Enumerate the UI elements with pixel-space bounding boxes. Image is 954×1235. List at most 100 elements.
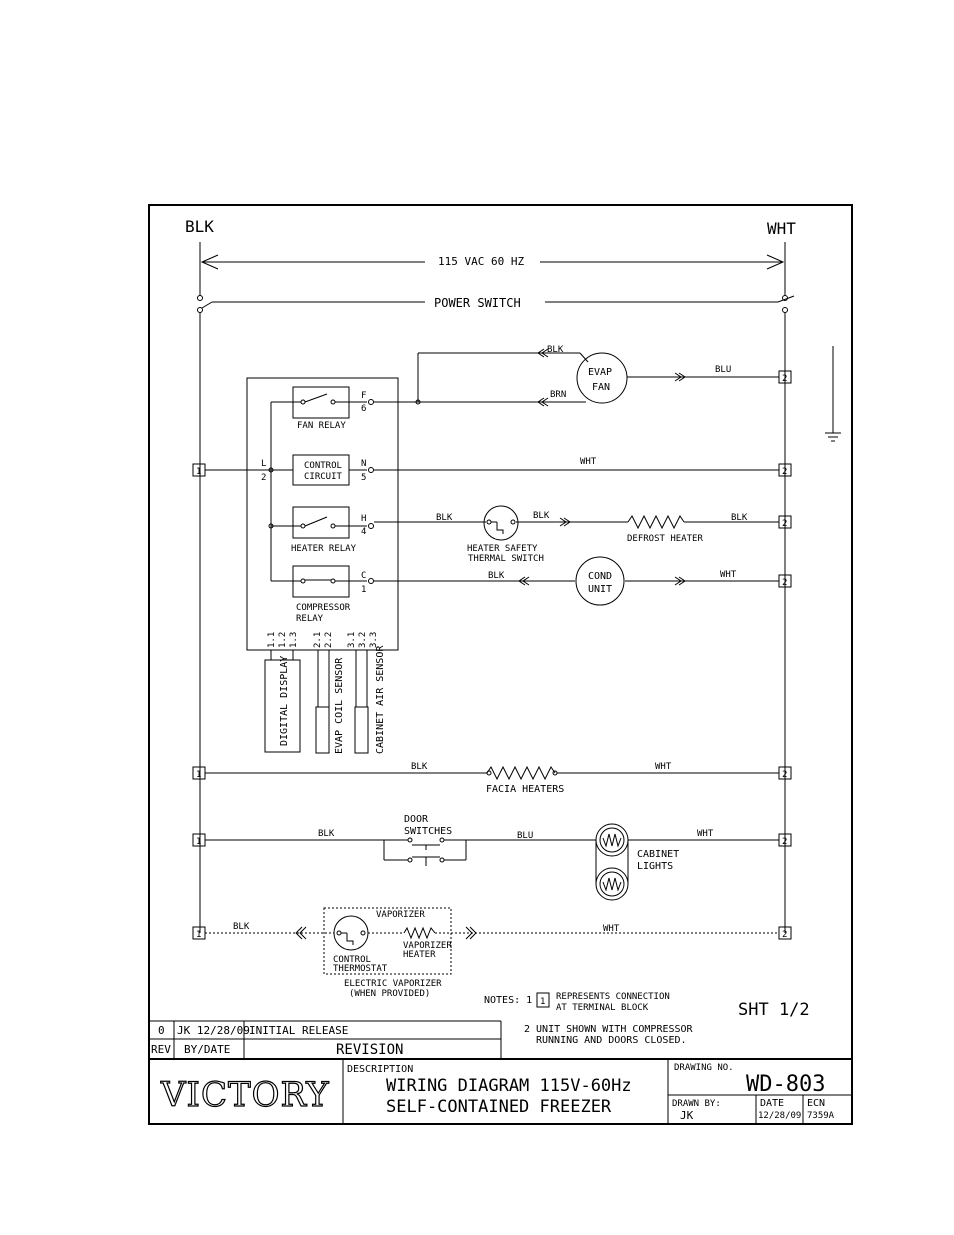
terminal-1-vaporizer — [192, 926, 206, 940]
wire-blk-comp: BLK — [488, 571, 505, 581]
cabinet-light-bulb-icon — [595, 867, 629, 901]
pin-4: 4 — [361, 527, 366, 537]
pin-1: 1 — [361, 585, 366, 595]
heater-wiring — [374, 514, 779, 530]
heater-safety-label-1: HEATER SAFETY — [467, 544, 538, 554]
rev-header: REV — [151, 1043, 171, 1056]
blk-line-label: BLK — [185, 217, 214, 236]
fan-relay-contact — [293, 393, 349, 405]
vaporizer-heater-label-1: VAPORIZER — [403, 941, 452, 951]
revision-block — [149, 1020, 502, 1059]
terminal-2-heater-label: 2 — [782, 519, 787, 529]
terminal-2-evap-label: 2 — [782, 374, 787, 384]
connector-3-2: 3.2 — [358, 632, 368, 648]
drawn-by: JK — [680, 1109, 694, 1122]
facia-heater-wiring — [205, 765, 779, 781]
defrost-heater-label: DEFROST HEATER — [627, 534, 703, 544]
wire-blk-heater-2: BLK — [533, 511, 550, 521]
door-switches-label-2: SWITCHES — [404, 826, 452, 837]
control-circuit-label-2: CIRCUIT — [304, 472, 343, 482]
terminal-2-heater — [778, 515, 792, 529]
heater-relay-contact — [293, 516, 349, 529]
power-switch — [197, 295, 795, 313]
wire-blu-lights: BLU — [517, 831, 533, 841]
terminal-1-lights-label: 1 — [196, 837, 201, 847]
wire-blu-evap: BLU — [715, 365, 731, 375]
connector-2-2: 2.2 — [324, 632, 334, 648]
connector-3-1: 3.1 — [347, 632, 357, 648]
drawing-date: 12/28/09 — [758, 1111, 801, 1121]
rev-by-date: JK 12/28/09 — [177, 1024, 250, 1037]
vaporizer-wiring — [205, 926, 779, 940]
cabinet-air-sensor-box — [354, 706, 369, 754]
terminal-2-vaporizer — [778, 926, 792, 940]
cond-unit-motor — [575, 556, 625, 606]
connector-3-3: 3.3 — [369, 632, 379, 648]
terminal-2-lights — [778, 833, 792, 847]
note2-line1: 2 UNIT SHOWN WITH COMPRESSOR — [524, 1024, 694, 1035]
rev-text: INITIAL RELEASE — [249, 1024, 348, 1037]
heater-safety-label-2: THERMAL SWITCH — [468, 554, 544, 564]
cabinet-air-sensor-label: CABINET AIR SENSOR — [375, 645, 386, 754]
drawing-number: WD-803 — [746, 1072, 825, 1097]
terminal-1-l-label: 1 — [196, 467, 201, 477]
terminal-1-lights — [192, 833, 206, 847]
wire-wht-lights: WHT — [697, 829, 714, 839]
terminal-2-comp-label: 2 — [782, 578, 787, 588]
wire-brn-evap: BRN — [550, 390, 566, 400]
connector-1-1: 1.1 — [267, 632, 277, 648]
door-switches-label-1: DOOR — [404, 814, 429, 825]
terminal-2-facia-label: 2 — [782, 770, 787, 780]
notes-terminal-mark-label: 1 — [540, 997, 545, 1007]
notes-terminal-mark — [536, 992, 550, 1008]
controller-box — [246, 377, 399, 651]
terminal-2-vaporizer-label: 2 — [782, 930, 787, 940]
electric-vaporizer-label-1: ELECTRIC VAPORIZER — [344, 979, 442, 989]
pin-l: L — [261, 459, 266, 469]
pin-h: H — [361, 514, 366, 524]
terminal-2-comp — [778, 574, 792, 588]
wire-wht-comp: WHT — [720, 570, 737, 580]
lights-wiring — [205, 837, 779, 884]
pin-c: C — [361, 571, 366, 581]
compressor-wiring — [374, 576, 779, 586]
drawn-by-label: DRAWN BY: — [672, 1099, 721, 1109]
by-date-header: BY/DATE — [184, 1043, 230, 1056]
controller-pins — [349, 399, 374, 584]
pin-2: 2 — [261, 473, 266, 483]
note1-line2: AT TERMINAL BLOCK — [556, 1003, 649, 1013]
pin-5: 5 — [361, 473, 366, 483]
wire-blk-vaporizer: BLK — [233, 922, 250, 932]
cabinet-light-bulb-icon — [595, 823, 629, 857]
control-thermostat-icon — [333, 915, 369, 951]
ecn-number: 7359A — [807, 1111, 835, 1121]
evap-coil-sensor-label: EVAP COIL SENSOR — [334, 657, 345, 754]
wire-wht-facia: WHT — [655, 762, 672, 772]
power-switch-label: POWER SWITCH — [434, 296, 521, 310]
terminal-2-n-label: 2 — [782, 467, 787, 477]
wire-blk-lights: BLK — [318, 829, 335, 839]
terminal-2-lights-label: 2 — [782, 837, 787, 847]
wire-blk-heater-1: BLK — [436, 513, 453, 523]
sheet-number: SHT 1/2 — [738, 1000, 810, 1020]
control-circuit-label-1: CONTROL — [304, 461, 342, 471]
digital-display-label: DIGITAL DISPLAY — [279, 656, 290, 746]
title-block — [149, 1058, 852, 1124]
heater-relay-box — [292, 506, 350, 539]
pin-n: N — [361, 459, 366, 469]
cabinet-lights-label-2: LIGHTS — [637, 861, 673, 872]
date-label: DATE — [760, 1098, 784, 1109]
drawing-frame — [148, 204, 853, 1125]
terminal-1-l — [192, 463, 206, 477]
heater-safety-thermal-switch — [483, 505, 519, 541]
wire-wht-vaporizer: WHT — [603, 924, 620, 934]
wire-blk-facia: BLK — [411, 762, 428, 772]
note1-line1: REPRESENTS CONNECTION — [556, 992, 670, 1002]
ground-icon — [825, 346, 841, 442]
control-thermostat-label-2: THERMOSTAT — [333, 964, 388, 974]
connector-1-3: 1.3 — [289, 632, 299, 648]
title-line-1: WIRING DIAGRAM 115V-60Hz — [386, 1076, 632, 1096]
terminal-1-facia — [192, 766, 206, 780]
evap-fan-wiring — [374, 348, 779, 407]
connector-1-2: 1.2 — [278, 632, 288, 648]
